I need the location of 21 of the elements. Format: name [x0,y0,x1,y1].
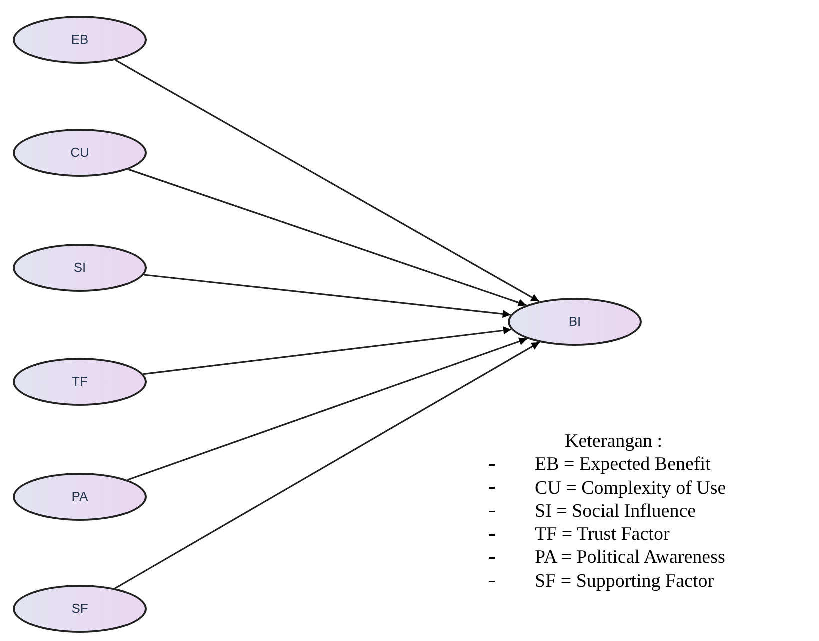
arrow [143,326,512,376]
arrow [114,342,540,590]
arrow [115,60,540,302]
legend-item: EB = Expected Benefit [535,453,711,477]
legend-item: TF = Trust Factor [535,523,670,546]
arrow [144,274,511,318]
node-label: PA [72,488,88,506]
legend-item: SI = Social Influence [535,500,696,524]
arrow [128,168,527,307]
node-label: SI [74,259,86,278]
arrow [127,338,528,481]
legend-item: CU = Complexity of Use [535,476,726,500]
construct-ellipse [508,298,642,346]
node-label: CU [70,144,90,162]
node-label: BI [568,313,582,332]
node-label: SF [72,600,88,618]
node-label: EB [71,31,89,50]
legend-item: SF = Supporting Factor [535,570,714,594]
node-label: TF [72,373,88,392]
legend-item: PA = Political Awareness [535,546,726,570]
legend-heading: Keterangan : [565,430,663,454]
